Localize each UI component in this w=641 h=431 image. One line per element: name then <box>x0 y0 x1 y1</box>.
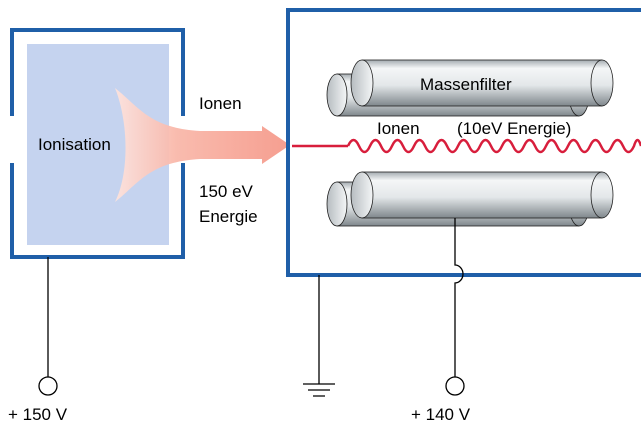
source-voltage-label: + 150 V <box>8 405 68 424</box>
upper-rod-pair <box>326 59 614 117</box>
filter-voltage-label: + 140 V <box>411 405 471 424</box>
beam-funnel <box>115 88 290 202</box>
ions-inside-energy-label: (10eV Energie) <box>457 119 571 138</box>
wiring <box>38 218 465 397</box>
ground-symbol <box>303 383 335 397</box>
upper-rod-front <box>350 59 614 107</box>
filter-terminal <box>445 376 465 396</box>
energy-word-label: Energie <box>199 207 258 226</box>
ionisation-label: Ionisation <box>38 135 111 154</box>
ions-inside-label: Ionen <box>377 119 420 138</box>
lower-rod-front <box>350 171 614 219</box>
ion-path-wave <box>346 138 641 154</box>
ion-source-frame <box>10 28 185 259</box>
ion-beam <box>115 88 290 202</box>
mass-filter-label: Massenfilter <box>420 75 512 94</box>
energy-value-label: 150 eV <box>199 182 254 201</box>
ions-label-top: Ionen <box>199 94 242 113</box>
mass-filter-frame <box>286 8 641 277</box>
lower-rod-pair <box>326 171 614 227</box>
source-terminal <box>38 376 58 396</box>
filter-supply-wire <box>454 218 464 377</box>
